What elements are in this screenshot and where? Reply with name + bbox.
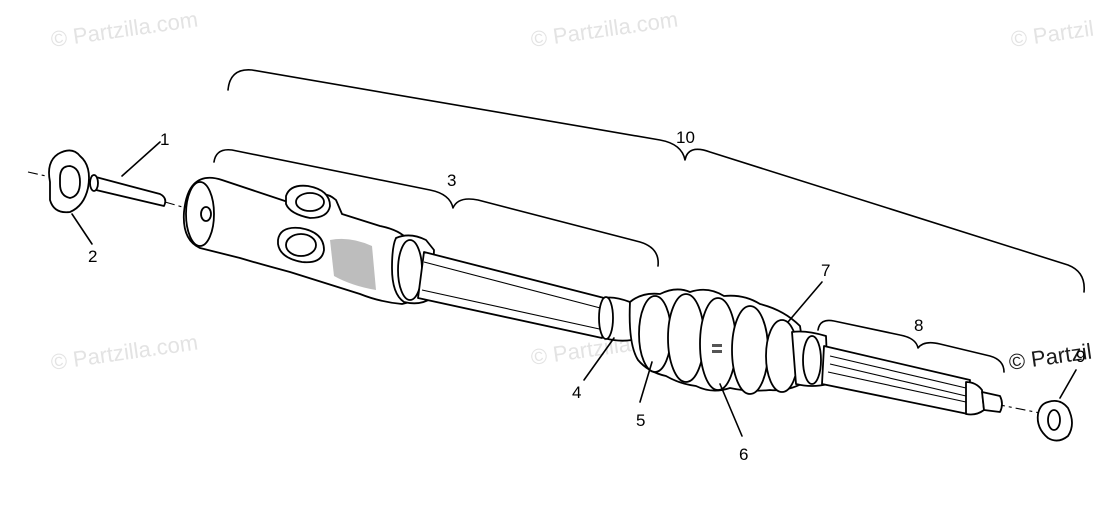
u-joint-yoke-assembly (182, 176, 435, 305)
bracket-10 (227, 69, 1085, 293)
callout-3: 3 (447, 171, 456, 190)
bracket-8 (817, 319, 1005, 373)
axle-shaft (417, 251, 613, 339)
callout-2: 2 (88, 247, 97, 266)
boot-clamp-small (598, 296, 633, 342)
callout-5: 5 (636, 411, 645, 430)
leader-lines (71, 141, 1077, 437)
callout-10: 10 (676, 128, 695, 147)
bracket-3 (213, 148, 659, 267)
boot-clamp-large (791, 330, 829, 387)
cv-boot (628, 288, 809, 395)
circlip-right (1036, 399, 1073, 442)
watermark-top-center: © Partzilla.com (529, 7, 679, 52)
callout-8: 8 (914, 316, 923, 335)
splined-stub-shaft (821, 345, 1003, 416)
callout-7: 7 (821, 261, 830, 280)
roll-pin (89, 174, 167, 207)
watermark-top-right: © Partzil (1009, 16, 1095, 52)
callout-4: 4 (572, 383, 581, 402)
retaining-ring-left (48, 149, 90, 214)
watermark-mid-left: © Partzilla.com (49, 330, 199, 375)
watermark-top-left: © Partzilla.com (49, 7, 199, 52)
callout-9: 9 (1076, 347, 1085, 366)
callout-1: 1 (160, 130, 169, 149)
callout-6: 6 (739, 445, 748, 464)
